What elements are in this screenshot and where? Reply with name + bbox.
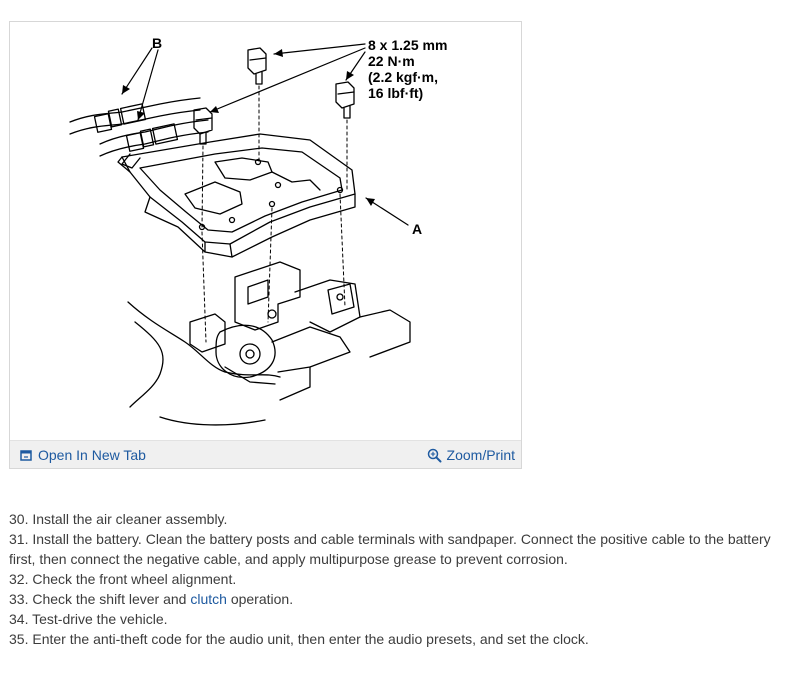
bolt-spec-line-4: 16 lbf·ft)	[368, 85, 423, 101]
step-text: Check the front wheel alignment.	[32, 571, 237, 587]
figure-toolbar: Open In New Tab Zoom/Print	[10, 440, 521, 468]
bolt-spec-line-2: 22 N·m	[368, 53, 415, 69]
step-number: 35.	[9, 631, 29, 647]
open-in-new-tab-label: Open In New Tab	[38, 447, 146, 463]
step-31: 31. Install the battery. Clean the batte…	[9, 529, 779, 569]
procedure-steps: 30. Install the air cleaner assembly. 31…	[9, 509, 779, 649]
label-b: B	[152, 35, 162, 51]
label-a: A	[412, 221, 422, 237]
step-number: 33.	[9, 591, 29, 607]
battery-tray-illustration: 8 x 1.25 mm 22 N·m (2.2 kgf·m, 16 lbf·ft…	[69, 35, 447, 426]
arrowheads	[122, 49, 375, 206]
bolt-spec-line-1: 8 x 1.25 mm	[368, 37, 447, 53]
alignment-lines	[201, 85, 348, 343]
clutch-link[interactable]: clutch	[190, 591, 227, 607]
step-35: 35. Enter the anti-theft code for the au…	[9, 629, 779, 649]
magnifier-zoom-icon	[427, 448, 442, 463]
step-text: Check the shift lever and	[32, 591, 187, 607]
transmission-housing	[127, 301, 411, 426]
step-32: 32. Check the front wheel alignment.	[9, 569, 779, 589]
step-text: Install the battery. Clean the battery p…	[9, 531, 771, 567]
step-number: 32.	[9, 571, 29, 587]
battery-tray	[117, 133, 356, 258]
step-text: Test-drive the vehicle.	[32, 611, 168, 627]
step-text: Install the air cleaner assembly.	[32, 511, 228, 527]
step-33: 33. Check the shift lever and clutch ope…	[9, 589, 779, 609]
zoom-print-label: Zoom/Print	[446, 447, 515, 463]
zoom-print-link[interactable]: Zoom/Print	[427, 447, 515, 463]
diagram-figure-card: 8 x 1.25 mm 22 N·m (2.2 kgf·m, 16 lbf·ft…	[9, 21, 522, 469]
mounting-brackets	[189, 261, 361, 353]
step-text: Enter the anti-theft code for the audio …	[32, 631, 589, 647]
tray-bolts	[193, 47, 355, 145]
step-30: 30. Install the air cleaner assembly.	[9, 509, 779, 529]
step-text: operation.	[230, 591, 294, 607]
battery-tray-diagram[interactable]: 8 x 1.25 mm 22 N·m (2.2 kgf·m, 16 lbf·ft…	[10, 22, 521, 440]
open-in-new-tab-icon	[20, 449, 33, 462]
open-in-new-tab-link[interactable]: Open In New Tab	[20, 447, 146, 463]
step-number: 34.	[9, 611, 29, 627]
step-number: 30.	[9, 511, 29, 527]
bolt-spec-line-3: (2.2 kgf·m,	[368, 69, 438, 85]
step-number: 31.	[9, 531, 29, 547]
battery-cables	[69, 97, 209, 169]
step-34: 34. Test-drive the vehicle.	[9, 609, 779, 629]
